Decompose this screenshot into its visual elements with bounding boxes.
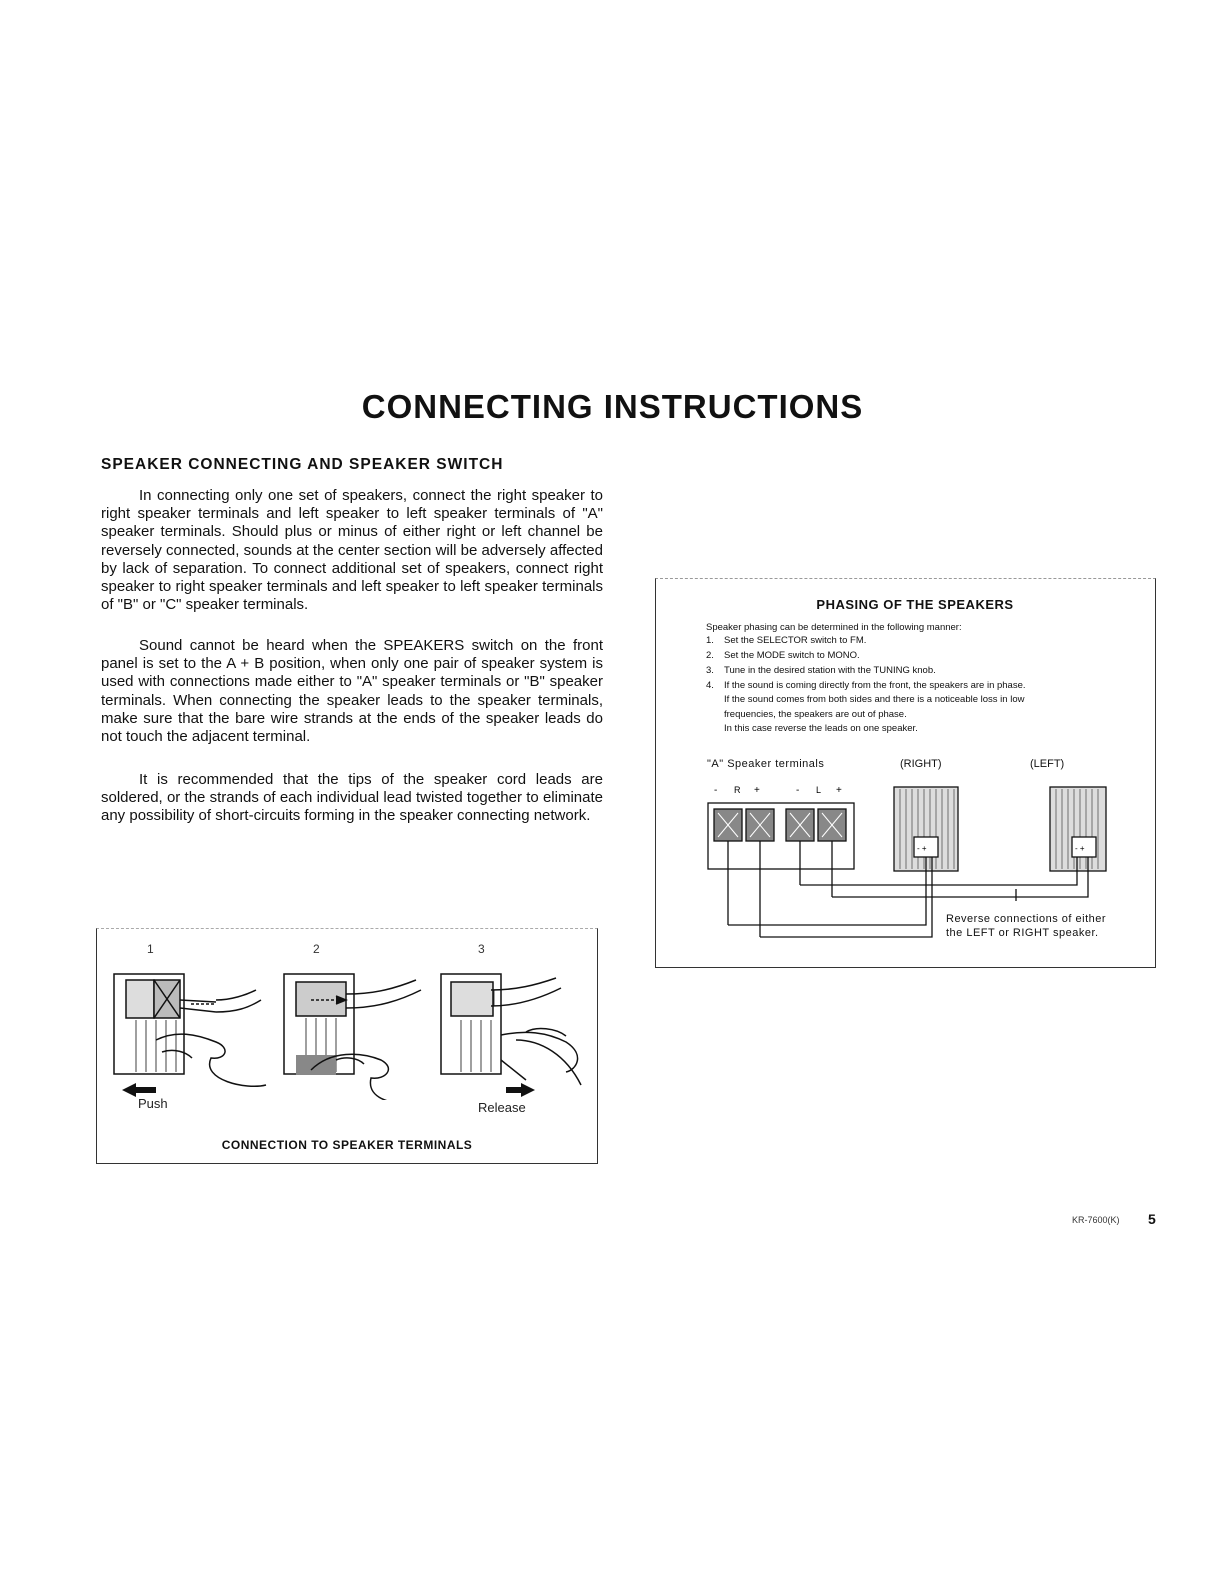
- phasing-step-number: 3.: [706, 665, 714, 676]
- svg-text:- +: - +: [917, 844, 927, 853]
- phasing-wiring-diagram: - R + - L + - + - +: [707, 785, 1107, 938]
- phasing-step-continuation: frequencies, the speakers are out of pha…: [724, 708, 907, 720]
- paragraph-speaker-connection: In connecting only one set of speakers, …: [101, 487, 603, 614]
- phasing-step-continuation: In this case reverse the leads on one sp…: [724, 722, 918, 734]
- phasing-step-number: 4.: [706, 680, 714, 691]
- reverse-note-line: the LEFT or RIGHT speaker.: [946, 927, 1099, 939]
- phasing-step-4: 4. If the sound is coming directly from t…: [706, 679, 1126, 736]
- phasing-step-continuation: If the sound comes from both sides and t…: [724, 694, 1025, 706]
- terminal-mark: +: [836, 785, 842, 796]
- terminal-mark: -: [714, 785, 717, 796]
- terminal-mark: L: [816, 785, 821, 795]
- section-heading: SPEAKER CONNECTING AND SPEAKER SWITCH: [101, 456, 504, 473]
- figure-step-3: 3: [478, 942, 485, 956]
- figure-step-2: 2: [313, 942, 320, 956]
- phasing-title: PHASING OF THE SPEAKERS: [816, 597, 1014, 612]
- release-label: Release: [478, 1100, 526, 1115]
- reverse-connections-note: Reverse connections of either the LEFT o…: [946, 912, 1106, 940]
- terminal-mark: R: [734, 785, 741, 795]
- phasing-step-1: 1. Set the SELECTOR switch to FM.: [706, 634, 1126, 648]
- phasing-step-text: Set the MODE switch to MONO.: [724, 650, 860, 661]
- right-speaker-label: (RIGHT): [900, 758, 942, 770]
- phasing-box: [655, 578, 1156, 968]
- push-label: Push: [138, 1096, 168, 1111]
- terminal-mark: +: [754, 785, 760, 796]
- footer-model: KR-7600(K): [1072, 1215, 1120, 1225]
- paragraph-speakers-switch: Sound cannot be heard when the SPEAKERS …: [101, 637, 603, 746]
- phasing-step-text: Set the SELECTOR switch to FM.: [724, 635, 867, 646]
- svg-text:- +: - +: [1075, 844, 1085, 853]
- phasing-intro: Speaker phasing can be determined in the…: [706, 622, 962, 633]
- paragraph-soldering: It is recommended that the tips of the s…: [101, 771, 603, 825]
- terminal-illustration: [113, 973, 582, 1100]
- figure-step-1: 1: [147, 942, 154, 956]
- phasing-step-text: If the sound is coming directly from the…: [724, 680, 1026, 691]
- page-title: CONNECTING INSTRUCTIONS: [361, 388, 864, 425]
- phasing-step-text: Tune in the desired station with the TUN…: [724, 665, 936, 676]
- phasing-step-number: 2.: [706, 650, 714, 661]
- left-speaker-label: (LEFT): [1030, 758, 1065, 770]
- phasing-step-2: 2. Set the MODE switch to MONO.: [706, 649, 1126, 663]
- reverse-note-line: Reverse connections of either: [946, 913, 1107, 925]
- terminal-figure-box: [96, 928, 598, 1164]
- phasing-step-3: 3. Tune in the desired station with the T…: [706, 664, 1126, 678]
- phasing-step-number: 1.: [706, 635, 714, 646]
- figure-caption: CONNECTION TO SPEAKER TERMINALS: [221, 1138, 473, 1152]
- terminals-label: "A" Speaker terminals: [707, 758, 825, 770]
- page-number: 5: [1148, 1211, 1156, 1227]
- terminal-mark: -: [796, 785, 799, 796]
